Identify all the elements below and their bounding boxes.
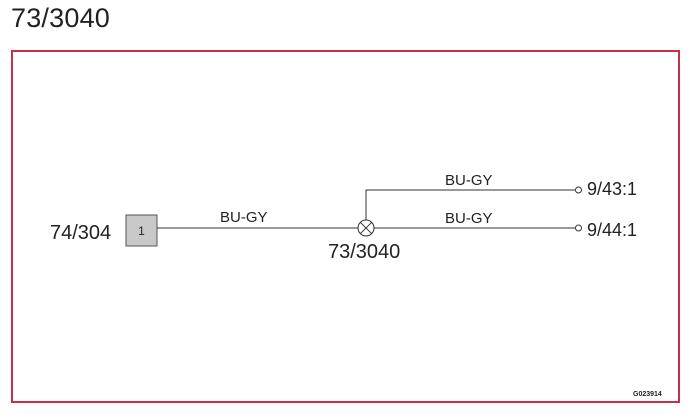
wire-label-splice-9-43: BU-GY <box>445 172 493 189</box>
wire-label-connector-splice: BU-GY <box>220 209 268 226</box>
connector-id-label: 74/304 <box>50 222 112 244</box>
splice-icon[interactable] <box>357 219 375 237</box>
drawing-code: G023914 <box>633 391 662 398</box>
connector-box[interactable] <box>125 214 158 247</box>
wire-label-splice-9-44: BU-GY <box>445 210 493 227</box>
terminal-label-9-43: 9/43:1 <box>587 179 638 199</box>
terminal-label-9-44: 9/44:1 <box>587 220 638 240</box>
splice-id-label: 73/3040 <box>328 241 401 263</box>
connector-pin-label: 1 <box>138 224 145 238</box>
terminal-9-44-icon[interactable] <box>575 224 582 232</box>
diagram-frame <box>11 50 680 403</box>
page-title: 73/3040 <box>11 3 110 33</box>
terminal-9-43-icon[interactable] <box>575 186 582 194</box>
wire-splice-to-9-43[interactable] <box>365 189 575 220</box>
